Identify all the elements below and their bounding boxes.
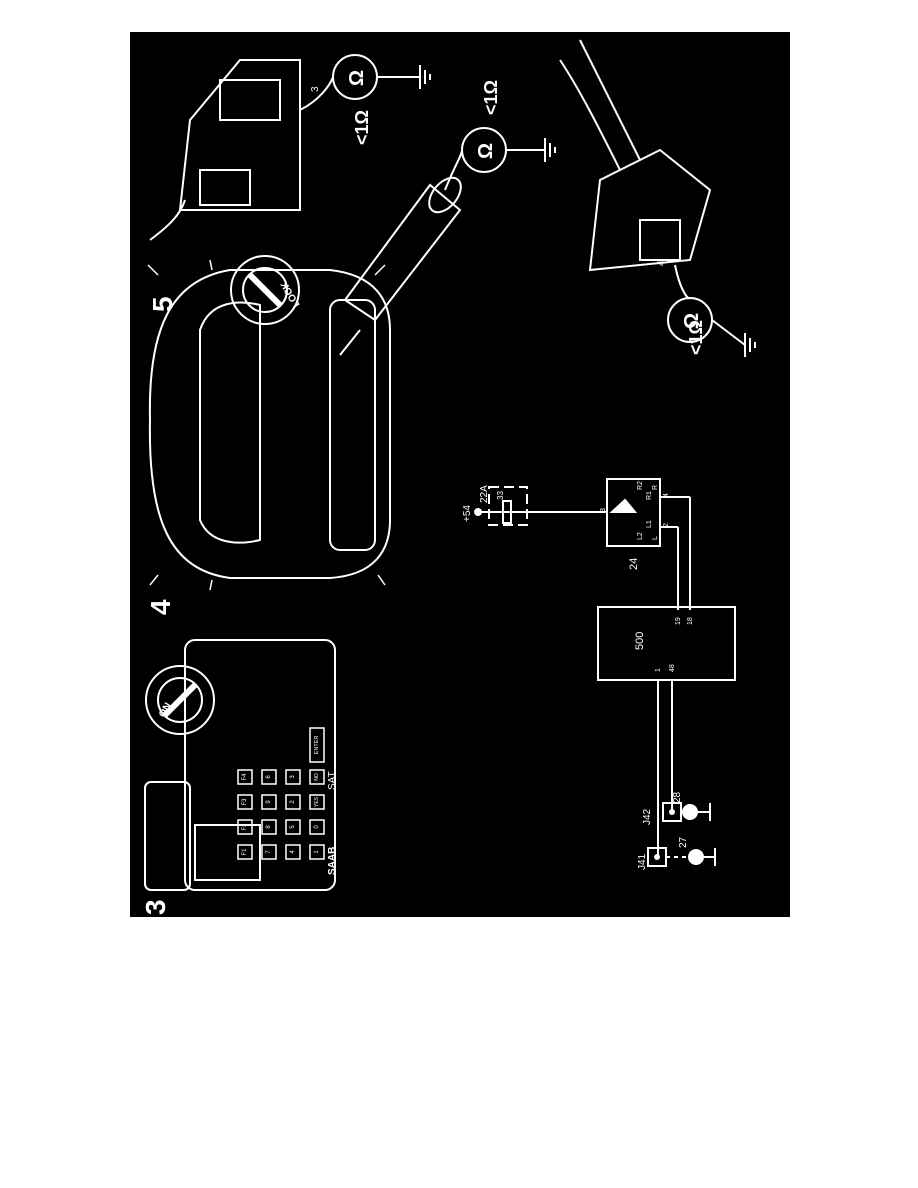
control-unit-label: 500 <box>634 632 646 650</box>
reading-2: <1Ω <box>481 80 501 115</box>
cu-pin-18: 18 <box>687 617 694 625</box>
tester-model: SAT <box>327 771 338 790</box>
tester-key-f1: F1 <box>242 848 248 856</box>
cu-pin-48: 48 <box>669 664 676 672</box>
tester-key-no: NO <box>314 773 320 781</box>
lamp-28-icon <box>682 804 698 820</box>
lamp-27-label: 27 <box>678 836 689 848</box>
tester-key-f4: F4 <box>242 773 248 781</box>
cu-pin-1: 1 <box>655 668 662 672</box>
lamp-28-label: 28 <box>672 791 683 803</box>
contact-l1: L1 <box>646 520 653 528</box>
pin-label-1: 3 <box>310 86 321 92</box>
tester-key-2: 2 <box>290 800 296 804</box>
supply-label: +54 <box>462 505 473 522</box>
tester-key-1: 1 <box>314 850 320 854</box>
schematic: +54 22A 33 3 24 R2 R1 R L2 L1 L 4 2 500 … <box>462 478 736 870</box>
switch-pin-4: 4 <box>663 493 670 497</box>
contact-r1: R1 <box>646 491 653 500</box>
tester-key-4: 4 <box>290 850 296 854</box>
tester-key-7: 7 <box>266 850 272 854</box>
lamp-27-icon <box>688 849 704 865</box>
contact-r: R <box>652 485 659 490</box>
panel-number-3: 3 <box>140 899 171 915</box>
tester-key-enter: ENTER <box>314 736 320 755</box>
connector-j41: J41 <box>637 853 648 870</box>
switch-pin-3: 3 <box>600 508 607 512</box>
reading-3: <1Ω <box>686 320 706 355</box>
panel-number-4: 4 <box>145 599 176 615</box>
sat-tester: F1 F2 F3 F4 7 8 9 6 4 5 2 3 1 0 YES NO E… <box>144 639 338 891</box>
connector-drawing-1: Ω <1Ω 3 <box>149 54 431 241</box>
connector-drawing-3: Ω <1Ω 4 <box>559 39 756 357</box>
connector-drawing-2: Ω <1Ω <box>339 80 556 356</box>
ohmmeter-symbol-2: Ω <box>475 143 497 159</box>
switch-label: 24 <box>628 558 640 570</box>
fuse-box-label: 22A <box>479 485 490 503</box>
tester-key-yes: YES <box>314 796 320 807</box>
tester-key-5: 5 <box>290 825 296 829</box>
ohmmeter-symbol-1: Ω <box>346 70 368 86</box>
reading-1: <1Ω <box>352 110 372 145</box>
tester-key-f2: F2 <box>242 823 248 831</box>
tester-brand: SAAB <box>327 847 338 875</box>
contact-r2: R2 <box>637 481 644 490</box>
figure-background <box>130 32 790 917</box>
ohmmeter-symbol-3: Ω <box>681 313 703 329</box>
connector-j42: J42 <box>642 808 653 825</box>
tester-key-9: 9 <box>266 800 272 804</box>
tester-key-8: 8 <box>266 825 272 829</box>
pin-label-3: 4 <box>656 260 667 266</box>
car-top-view <box>147 259 391 591</box>
cu-pin-19: 19 <box>675 617 682 625</box>
tester-key-6: 6 <box>266 775 272 779</box>
switch-pin-2: 2 <box>663 523 670 527</box>
tester-key-0: 0 <box>314 825 320 829</box>
tester-key-3: 3 <box>290 775 296 779</box>
fuse-label: 33 <box>496 491 505 500</box>
contact-l: L <box>652 536 659 540</box>
ignition-key-on: ON <box>145 665 215 735</box>
tester-key-f3: F3 <box>242 798 248 806</box>
contact-l2: L2 <box>637 532 644 540</box>
